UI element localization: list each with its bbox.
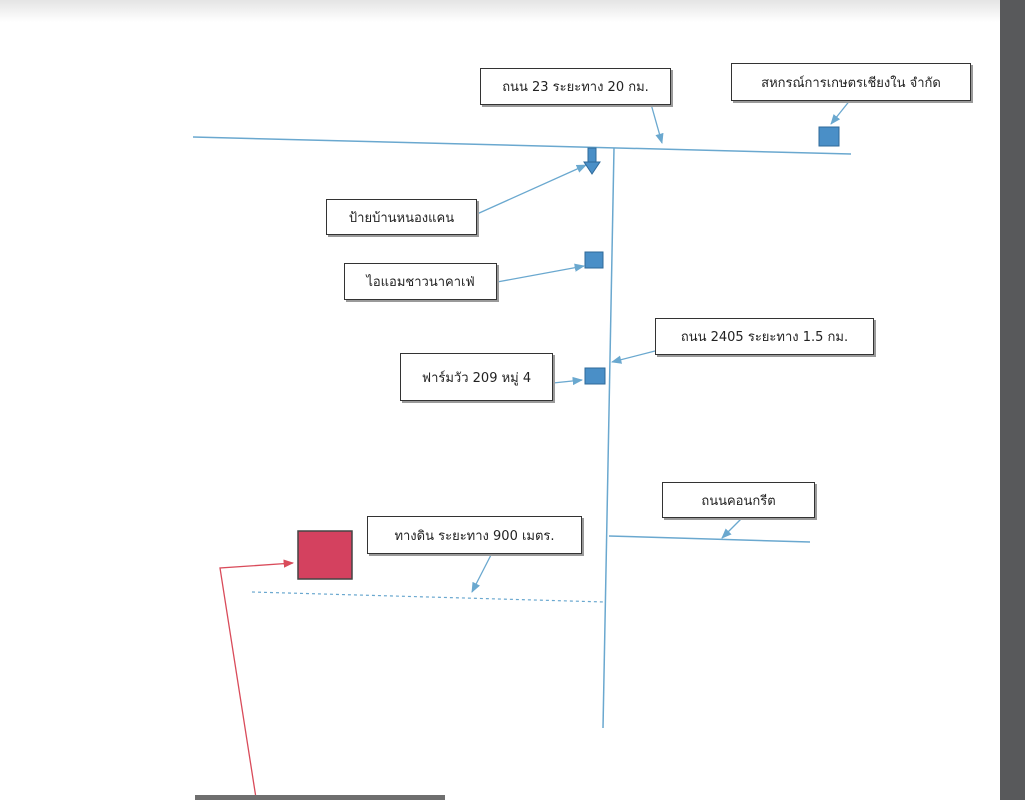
scrollbar-track[interactable] — [1000, 0, 1025, 800]
route-map — [192, 98, 852, 799]
plot-red-arrow — [219, 559, 295, 799]
bus-stop-pointer — [476, 164, 587, 215]
concrete-road-line — [608, 535, 811, 543]
cafe-marker — [584, 251, 604, 269]
farm-label: ฟาร์มวัว 209 หมู่ 4 — [400, 353, 553, 401]
concrete-road-pointer — [721, 516, 744, 539]
road-23-line — [192, 136, 852, 155]
dirt-road-pointer — [471, 552, 493, 593]
bus-stop-label: ป้ายบ้านหนองแคน — [326, 199, 477, 235]
plot-marker — [297, 530, 353, 580]
road-23-label: ถนน 23 ระยะทาง 20 กม. — [480, 68, 671, 105]
cooperative-label: สหกรณ์การเกษตรเชียงใน จำกัด — [731, 63, 971, 101]
dirt-road-line — [251, 591, 606, 603]
down-arrow-icon — [583, 147, 601, 175]
cooperative-marker — [818, 126, 840, 147]
dirt-road-label: ทางดิน ระยะทาง 900 เมตร. — [367, 516, 582, 554]
road-2405-pointer — [610, 350, 656, 364]
bottom-strip — [195, 795, 445, 800]
farm-pointer — [552, 376, 584, 386]
top-shadow — [0, 0, 1000, 22]
road-2405-line — [602, 147, 615, 729]
road-23-pointer — [650, 103, 664, 145]
concrete-road-label: ถนนคอนกรีต — [662, 482, 815, 518]
cafe-pointer — [496, 263, 586, 283]
cooperative-pointer — [830, 98, 852, 125]
road-2405-label: ถนน 2405 ระยะทาง 1.5 กม. — [655, 318, 874, 355]
cafe-label: ไอแอมชาวนาคาเฟ่ — [344, 263, 497, 300]
farm-marker — [584, 367, 606, 385]
